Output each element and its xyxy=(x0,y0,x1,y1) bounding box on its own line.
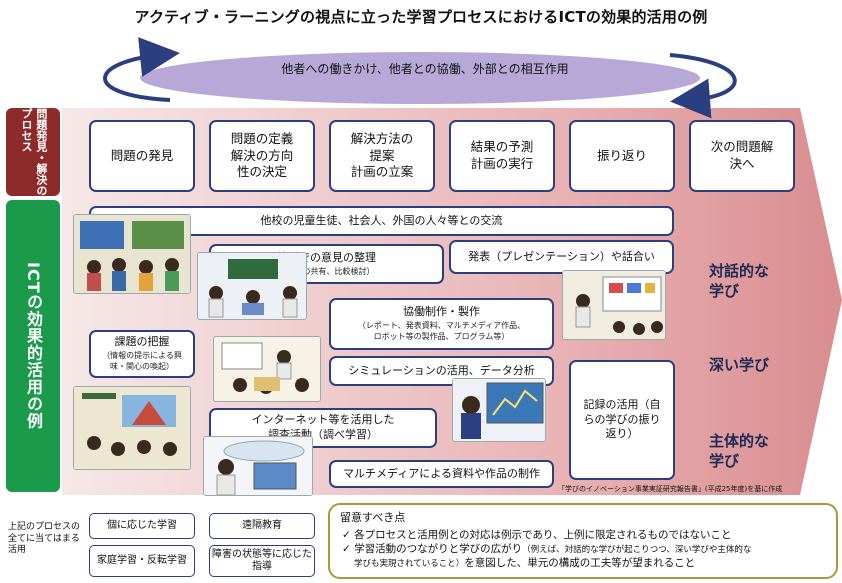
step-next-line1: 次の問題解 xyxy=(710,139,774,155)
all-process-label-line1: 上記のプロセスの xyxy=(8,522,81,532)
activity-record: 記録の活用（自 らの学びの振り 返り） xyxy=(569,360,675,480)
activity-multimedia: マルチメディアによる資料や作品の制作 xyxy=(329,460,554,488)
activity-record-line1: 記録の活用（自 xyxy=(583,397,661,411)
task-grasp-illustration xyxy=(73,386,191,470)
activity-present-text: 発表（プレゼンテーション）や話合い xyxy=(468,249,655,263)
collab-discussion-illustration xyxy=(197,252,307,320)
activity-internet-line1: インターネット等を活用した xyxy=(251,413,395,427)
home-learning-box: 家庭学習・反転学習 xyxy=(89,545,195,577)
notes-line2: ✓ 学習活動のつながりと学びの広がり（例えば、対話的な学びが起こりつつ、深い学び… xyxy=(342,542,826,556)
notes-line3-b: を意図した、単元の構成の工夫等が望まれること xyxy=(464,557,696,570)
step-discover-text: 問題の発見 xyxy=(110,147,174,163)
notes-line2-b: （例えば、対話的な学びが起こりつつ、深い学びや主体的な xyxy=(522,545,752,556)
step-next: 次の問題解 決へ xyxy=(689,120,795,192)
individual-learning-text: 個に応じた学習 xyxy=(107,519,177,531)
activity-production-sub2: ロボット等の製作品、プログラム等） xyxy=(373,332,510,342)
step-plan-line2: 提案 xyxy=(369,147,395,163)
internet-research-illustration xyxy=(203,436,313,496)
individual-learning-box: 個に応じた学習 xyxy=(89,513,195,539)
learning-proactive: 主体的な 学び xyxy=(709,432,769,471)
activity-task-sub1: （情報の提示による興 xyxy=(102,350,182,360)
learning-deep: 深い学び xyxy=(709,356,769,376)
step-define: 問題の定義 解決の方向 性の決定 xyxy=(209,120,315,192)
activity-exchange-text: 他校の児童生徒、社会人、外国の人々等との交流 xyxy=(260,213,503,227)
step-define-line2: 解決の方向 xyxy=(230,147,294,163)
learning-dialogic-line2: 学び xyxy=(709,281,740,300)
activity-production: 協働制作・製作 （レポート、発表資料、マルチメディア作品、 ロボット等の製作品、… xyxy=(329,298,554,350)
production-illustration xyxy=(213,336,321,402)
notes-line3-a: 学びも実現されていること） xyxy=(354,559,465,570)
simulation-illustration xyxy=(452,378,546,442)
activity-task: 課題の把握 （情報の提示による興 味・関心の喚起） xyxy=(89,330,195,378)
classroom-exchange-illustration xyxy=(73,214,191,294)
source-credit: 「学びのイノベーション事業実証研究報告書」(平成25年度)を基に作成 xyxy=(558,485,783,493)
step-reflect: 振り返り xyxy=(569,120,675,192)
learning-deep-line1: 深い学び xyxy=(709,356,770,374)
activity-record-line3: 返り） xyxy=(605,427,639,441)
learning-dialogic: 対話的な 学び xyxy=(709,262,769,301)
step-execute: 結果の予測 計画の実行 xyxy=(449,120,555,192)
activity-record-line2: らの学びの振り xyxy=(583,412,661,426)
curve-arrow-left xyxy=(103,37,180,102)
curve-arrow-right xyxy=(669,53,737,119)
interaction-text: 他者への働きかけ、他者との協働、外部との相互作用 xyxy=(281,62,569,76)
activity-simulation-text: シミュレーションの活用、データ分析 xyxy=(348,363,535,377)
all-process-label-line3: 活用 xyxy=(8,545,27,556)
step-plan-line1: 解決方法の xyxy=(350,130,414,146)
step-plan-line3: 計画の立案 xyxy=(350,164,414,180)
notes-line2-a: ✓ 学習活動のつながりと学びの広がり xyxy=(342,543,523,556)
step-define-line1: 問題の定義 xyxy=(230,130,294,146)
ict-label: ICTの効果的活用の例 xyxy=(6,200,60,492)
step-execute-line2: 計画の実行 xyxy=(470,156,534,171)
all-process-label: 上記のプロセスの 全てに当てはまる 活用 xyxy=(8,522,80,557)
notes-heading: 留意すべき点 xyxy=(340,511,406,524)
all-process-label-line2: 全てに当てはまる xyxy=(8,533,80,544)
page-title: アクティブ・ラーニングの視点に立った学習プロセスにおけるICTの効果的活用の例 xyxy=(134,8,708,26)
step-discover: 問題の発見 xyxy=(89,120,195,192)
step-reflect-text: 振り返り xyxy=(596,147,647,163)
step-execute-line1: 結果の予測 xyxy=(470,139,534,155)
learning-proactive-line1: 主体的な xyxy=(709,432,770,450)
activity-multimedia-text: マルチメディアによる資料や作品の制作 xyxy=(343,466,540,480)
activity-collab-sub: （意見の共有、比較検討） xyxy=(278,266,375,276)
step-define-line3: 性の決定 xyxy=(236,164,287,180)
notes-line3: 学びも実現されていること）を意図した、単元の構成の工夫等が望まれること xyxy=(354,556,826,570)
activity-task-sub2: 味・関心の喚起） xyxy=(110,362,174,372)
home-learning-text: 家庭学習・反転学習 xyxy=(97,554,187,566)
activity-present: 発表（プレゼンテーション）や話合い xyxy=(449,240,674,274)
notes-box: 留意すべき点 ✓ 各プロセスと活用例との対応は例示であり、上例に限定されるもので… xyxy=(328,503,838,579)
activity-production-title: 協働制作・製作 xyxy=(403,304,480,318)
remote-education-box: 遠隔教育 xyxy=(209,513,315,539)
special-needs-box: 障害の状態等に応じた指導 xyxy=(209,545,315,577)
activity-task-title: 課題の把握 xyxy=(114,334,170,348)
activity-production-sub1: （レポート、発表資料、マルチメディア作品、 xyxy=(357,320,526,330)
remote-education-text: 遠隔教育 xyxy=(242,519,282,531)
process-label: 問題発見・解決のプロセス xyxy=(6,108,60,196)
step-plan: 解決方法の 提案 計画の立案 xyxy=(329,120,435,192)
presentation-illustration xyxy=(562,270,666,340)
special-needs-text: 障害の状態等に応じた指導 xyxy=(212,548,312,573)
learning-proactive-line2: 学び xyxy=(709,451,740,470)
step-next-line2: 決へ xyxy=(729,156,755,171)
learning-dialogic-line1: 対話的な xyxy=(709,262,770,280)
notes-line1: ✓ 各プロセスと活用例との対応は例示であり、上例に限定されるものではないこと xyxy=(342,528,732,541)
interaction-ellipse xyxy=(140,52,700,104)
activity-simulation: シミュレーションの活用、データ分析 xyxy=(329,356,554,386)
